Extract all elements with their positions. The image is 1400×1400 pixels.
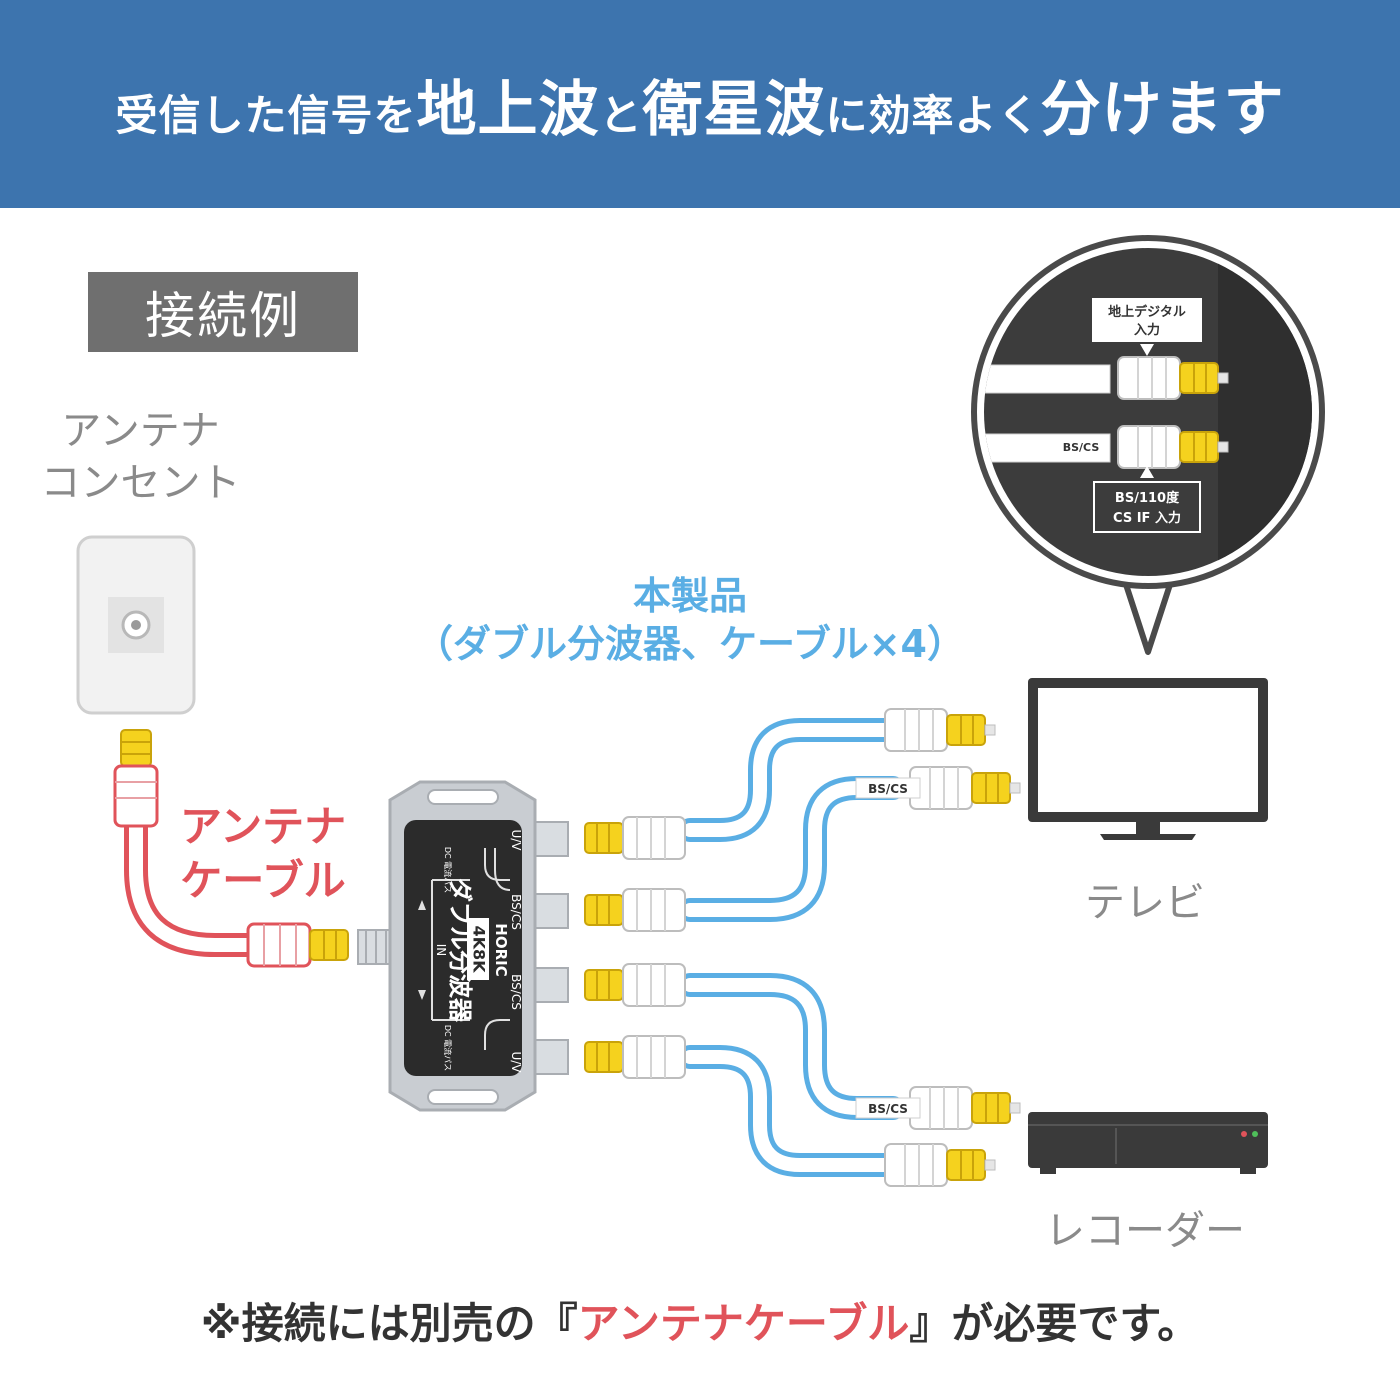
- device-side-plugs: [584, 816, 686, 1079]
- terrestrial-input-label-1: 地上デジタル: [1108, 304, 1186, 320]
- header-banner: 受信した信号を地上波と衛星波に効率よく分けます: [0, 0, 1400, 208]
- svg-text:BS/CS: BS/CS: [868, 1102, 908, 1116]
- antenna-cable-label-line-2: ケーブル: [180, 856, 346, 905]
- antenna-cable-label-line-1: アンテナ: [179, 802, 347, 851]
- example-label: 接続例: [88, 272, 358, 352]
- antenna-outlet-label-line-1: アンテナ: [61, 408, 220, 454]
- svg-text:BS/CS: BS/CS: [868, 782, 908, 796]
- port-uv-bottom-label: U/V: [509, 1051, 523, 1073]
- header-text-1: 受信した信号を: [115, 90, 417, 140]
- footer-note-before: ※接続には別売の『: [200, 1299, 578, 1348]
- recorder: [1028, 1112, 1268, 1174]
- port-in-label: IN: [434, 944, 448, 957]
- satellite-input-label-1: BS/110度: [1115, 490, 1180, 506]
- terrestrial-input-label-2: 入力: [1134, 322, 1160, 338]
- footer-note: ※接続には別売の『アンテナケーブル』が必要です。: [0, 1290, 1400, 1351]
- output-cables: [678, 718, 905, 1177]
- antenna-outlet-label: アンテナ コンセント: [38, 405, 243, 509]
- product-label-line-2: （ダブル分波器、ケーブル×4）: [414, 622, 965, 666]
- power-note-top: DC 電流パス: [443, 847, 453, 893]
- satellite-input-label-2: CS IF 入力: [1113, 510, 1181, 526]
- recorder-label: レコーダー: [1045, 1208, 1245, 1254]
- antenna-cable: [113, 729, 349, 968]
- tv-label: テレビ: [1085, 880, 1205, 926]
- footer-note-highlight: アンテナケーブル: [577, 1299, 910, 1348]
- header-title: 受信した信号を地上波と衛星波に効率よく分けます: [115, 61, 1284, 148]
- product-label-line-1: 本製品: [632, 574, 747, 618]
- footer-note-after: 』が必要です。: [909, 1299, 1200, 1348]
- tv: [1028, 678, 1268, 840]
- header-text-5: に効率よく: [825, 90, 1041, 140]
- header-text-satellite: 衛星波: [642, 74, 826, 145]
- callout-bscs-tag: BS/CS: [1063, 441, 1100, 454]
- port-bscs-bottom-label: BS/CS: [509, 974, 523, 1010]
- antenna-outlet: [76, 535, 196, 715]
- antenna-outlet-label-line-2: コンセント: [40, 460, 241, 506]
- recorder-bscs-tag: BS/CS: [855, 1097, 921, 1119]
- header-text-terrestrial: 地上波: [416, 74, 600, 145]
- device-badge: 4K8K: [470, 925, 489, 973]
- tv-bscs-tag: BS/CS: [855, 777, 921, 799]
- port-bscs-top-label: BS/CS: [509, 894, 523, 930]
- splitter-device: IN U/V BS/CS BS/CS U/V DC 電流パス DC 電流パス ダ…: [357, 780, 569, 1112]
- power-note-bottom: DC 電流パス: [443, 1025, 453, 1071]
- device-brand: HORIC: [492, 923, 510, 976]
- tv-input-callout: 地上デジタル 入力 BS/CS BS/110度 CS IF 入力: [971, 235, 1325, 655]
- product-label: 本製品 （ダブル分波器、ケーブル×4）: [380, 572, 1000, 668]
- header-text-split: 分けます: [1040, 74, 1285, 145]
- header-text-3: と: [599, 90, 643, 140]
- antenna-cable-label: アンテナ ケーブル: [168, 800, 358, 908]
- port-uv-top-label: U/V: [509, 829, 523, 851]
